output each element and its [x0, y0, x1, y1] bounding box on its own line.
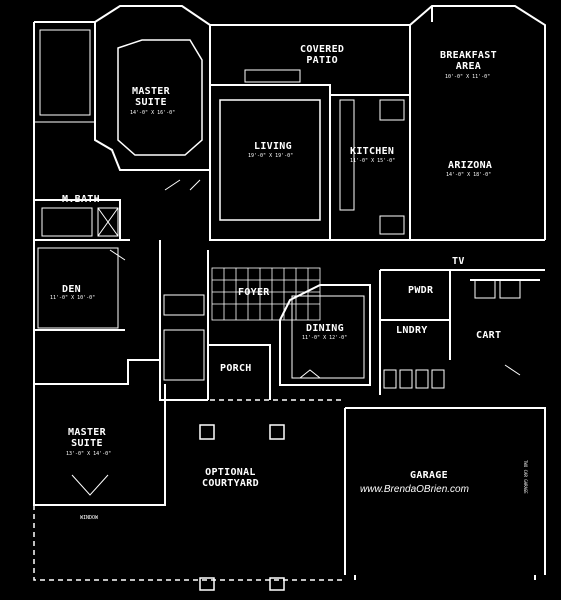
breakfast-dim: 10'-0" X 11'-0" — [445, 74, 491, 80]
window-note: WINDOW — [80, 515, 99, 521]
dining-label: DINING — [306, 323, 344, 334]
master-lower-dim: 13'-0" X 14'-0" — [66, 451, 112, 457]
porch-label: PORCH — [220, 363, 252, 374]
arizona-label: ARIZONA — [448, 160, 493, 171]
living-dim: 19'-0" X 19'-0" — [248, 153, 294, 159]
dining-dim: 11'-0" X 12'-0" — [302, 335, 348, 341]
garage-label: GARAGE — [410, 470, 448, 481]
master-upper-dim: 14'-0" X 16'-0" — [130, 110, 176, 116]
laundry-label: LNDRY — [396, 325, 428, 336]
garage-note: TWO CAR GARAGE — [523, 460, 528, 494]
cart-label: CART — [476, 330, 502, 341]
tv-label: TV — [452, 256, 465, 267]
kitchen-label: KITCHEN — [350, 146, 395, 157]
den-dim: 11'-0" X 10'-0" — [50, 295, 96, 301]
den-label: DEN — [62, 284, 81, 295]
pwdr-label: PWDR — [408, 285, 434, 296]
foyer-label: FOYER — [238, 287, 270, 298]
m-bath-label: M.BATH — [62, 194, 100, 205]
website-watermark: www.BrendaOBrien.com — [360, 484, 469, 495]
arizona-dim: 14'-0" X 18'-0" — [446, 172, 492, 178]
kitchen-dim: 11'-0" X 15'-0" — [350, 158, 396, 164]
living-label: LIVING — [254, 141, 292, 152]
